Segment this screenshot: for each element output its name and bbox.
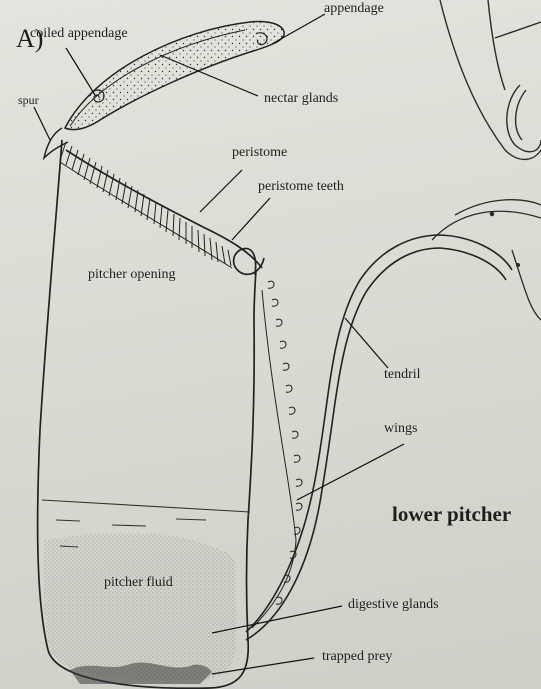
label-nectar-glands: nectar glands	[264, 92, 338, 106]
label-tendril: tendril	[384, 368, 421, 382]
label-pitcher-opening: pitcher opening	[88, 268, 175, 282]
label-spur: spur	[18, 94, 39, 106]
label-wings: wings	[384, 422, 417, 436]
label-peristome-teeth: peristome teeth	[258, 180, 344, 194]
upper-right-pitcher-fragment	[440, 0, 541, 159]
leader-wings	[297, 444, 404, 500]
label-lower-pitcher: lower pitcher	[392, 504, 511, 525]
label-appendage: appendage	[324, 2, 384, 16]
tendril	[246, 235, 512, 640]
leader-peristome	[200, 170, 242, 212]
label-coiled-appendage: coiled appendage	[30, 27, 128, 41]
wing-teeth	[252, 281, 302, 628]
leader-coiled-appendage	[66, 48, 95, 95]
leader-spur	[34, 107, 50, 140]
leader-peristome-teeth	[232, 198, 270, 240]
label-digestive-glands: digestive glands	[348, 598, 439, 612]
pitcher-fluid-stipple	[43, 533, 236, 680]
label-peristome: peristome	[232, 146, 287, 160]
label-pitcher-fluid: pitcher fluid	[104, 576, 173, 590]
pitcher-lid	[44, 21, 284, 158]
label-trapped-prey: trapped prey	[322, 650, 392, 664]
leader-tendril	[345, 318, 388, 368]
lower-pitcher-lid-outline	[432, 200, 541, 320]
